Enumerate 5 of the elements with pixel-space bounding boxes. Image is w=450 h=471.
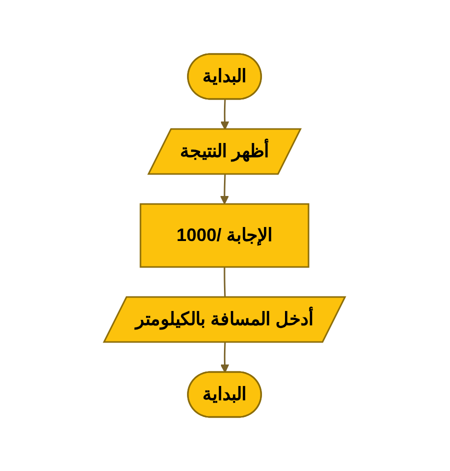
node-box: الإجابة /1000 [140,203,310,268]
arrow [220,342,230,373]
arrow [220,174,230,204]
connector [224,267,226,298]
arrow [220,99,230,130]
